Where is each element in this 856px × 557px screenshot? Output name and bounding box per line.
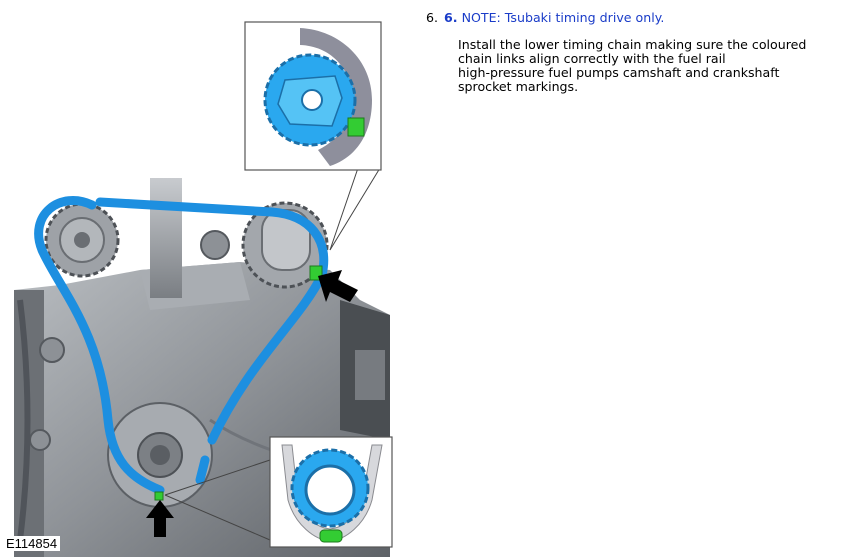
pump-arrow-icon	[318, 270, 358, 302]
step-list-number: 6.	[425, 10, 438, 25]
step-header: 6. 6. NOTE: Tsubaki timing drive only.	[412, 10, 848, 25]
crankshaft-sprocket	[107, 402, 213, 508]
crank-marker-link	[154, 491, 164, 501]
crankshaft-detail-inset	[269, 436, 393, 548]
procedure-step: 6. 6. NOTE: Tsubaki timing drive only. I…	[412, 10, 848, 94]
left-sprocket	[44, 202, 120, 278]
camshaft-detail-inset	[244, 21, 382, 171]
step-instruction: Install the lower timing chain making su…	[458, 37, 807, 94]
timing-chain-illustration	[0, 0, 400, 557]
step-note: 6. NOTE: Tsubaki timing drive only.	[444, 10, 664, 25]
step-note-text: NOTE: Tsubaki timing drive only.	[461, 10, 665, 25]
step-inline-number: 6.	[444, 10, 458, 25]
figure-id-label: E114854	[3, 536, 61, 551]
engine-drawing	[14, 21, 393, 557]
engine-block	[14, 178, 390, 557]
crank-arrow-icon	[146, 500, 174, 537]
